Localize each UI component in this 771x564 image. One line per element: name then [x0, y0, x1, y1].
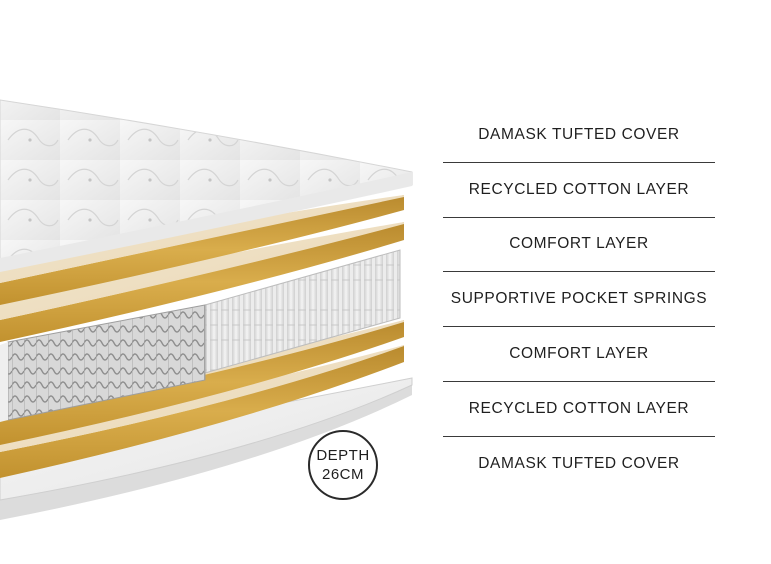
- layer-label-damask-top: DAMASK TUFTED COVER: [443, 108, 715, 163]
- top-cover-layer: [0, 99, 413, 272]
- depth-badge-value: 26CM: [321, 466, 364, 483]
- layer-label-cotton-upper: RECYCLED COTTON LAYER: [443, 163, 715, 218]
- depth-badge-label: DEPTH: [316, 447, 370, 464]
- layer-label-comfort-lower: COMFORT LAYER: [443, 327, 715, 382]
- lower-recycled-cotton-layer: [0, 345, 404, 478]
- layer-label-cotton-lower: RECYCLED COTTON LAYER: [443, 382, 715, 437]
- pocket-springs-layer: [0, 249, 401, 422]
- depth-badge: DEPTH 26CM: [308, 430, 378, 500]
- upper-comfort-layer: [0, 222, 404, 342]
- layer-labels: DAMASK TUFTED COVER RECYCLED COTTON LAYE…: [443, 108, 715, 492]
- upper-recycled-cotton-layer: [0, 195, 404, 305]
- layer-label-damask-bottom: DAMASK TUFTED COVER: [478, 455, 680, 473]
- layer-label-springs: SUPPORTIVE POCKET SPRINGS: [443, 272, 715, 328]
- layer-label-comfort-upper: COMFORT LAYER: [443, 218, 715, 273]
